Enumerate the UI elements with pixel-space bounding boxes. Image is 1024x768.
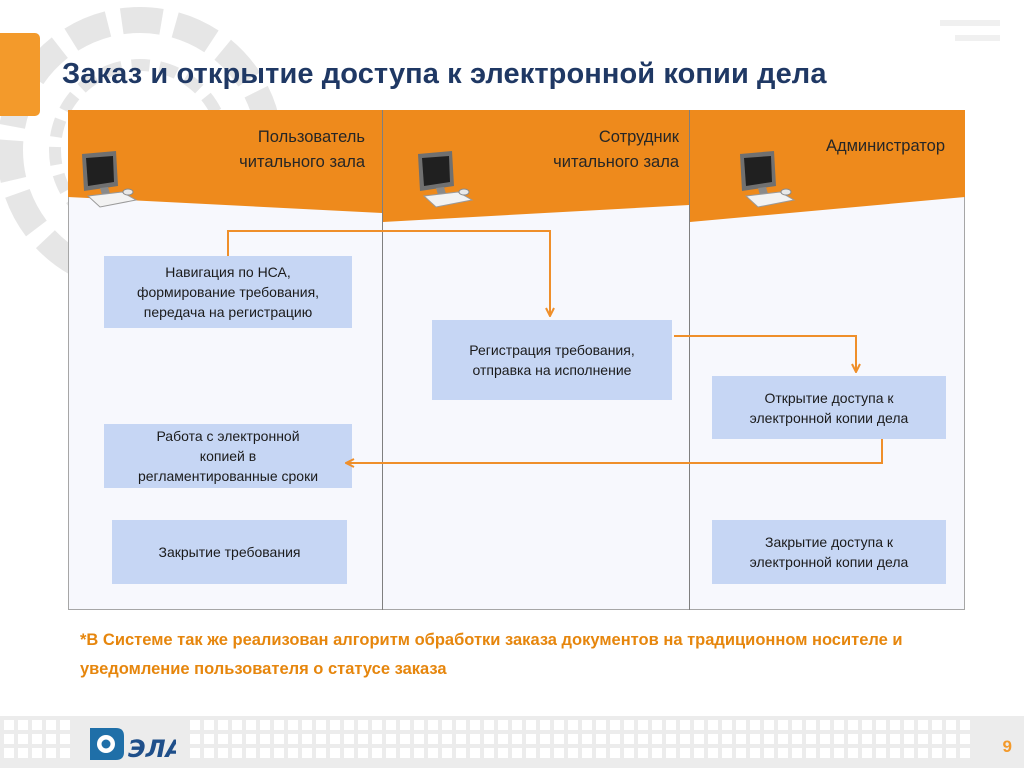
computer-icon — [740, 151, 796, 208]
accent-tab — [0, 33, 40, 116]
svg-text:ЭЛАР: ЭЛАР — [128, 735, 176, 763]
lane-title-admin: Администратор — [825, 137, 945, 155]
lane-title-user: Пользователь читального зала — [239, 128, 365, 171]
step-navigation: Навигация по НСА, формирование требовани… — [104, 256, 352, 328]
slide-title: Заказ и открытие доступа к электронной к… — [62, 58, 827, 90]
lane-title-staff: Сотрудник читального зала — [553, 128, 679, 171]
footnote: *В Системе так же реализован алгоритм об… — [80, 631, 903, 678]
lane-divider — [689, 110, 690, 610]
page-number: 9 — [1002, 737, 1012, 756]
lane-header-admin — [690, 110, 965, 222]
step-close-request: Закрытие требования — [112, 520, 347, 584]
lane-header-user — [68, 110, 382, 213]
computer-icon — [82, 151, 138, 208]
step-registration: Регистрация требования, отправка на испо… — [432, 320, 672, 400]
step-close-access: Закрытие доступа к электронной копии дел… — [712, 520, 946, 584]
step-work-with-copy: Работа с электронной копией в регламенти… — [104, 424, 352, 488]
step-open-access: Открытие доступа к электронной копии дел… — [712, 376, 946, 439]
lane-divider — [382, 110, 383, 610]
computer-icon — [418, 151, 474, 208]
elar-logo: ЭЛАР — [90, 728, 176, 763]
